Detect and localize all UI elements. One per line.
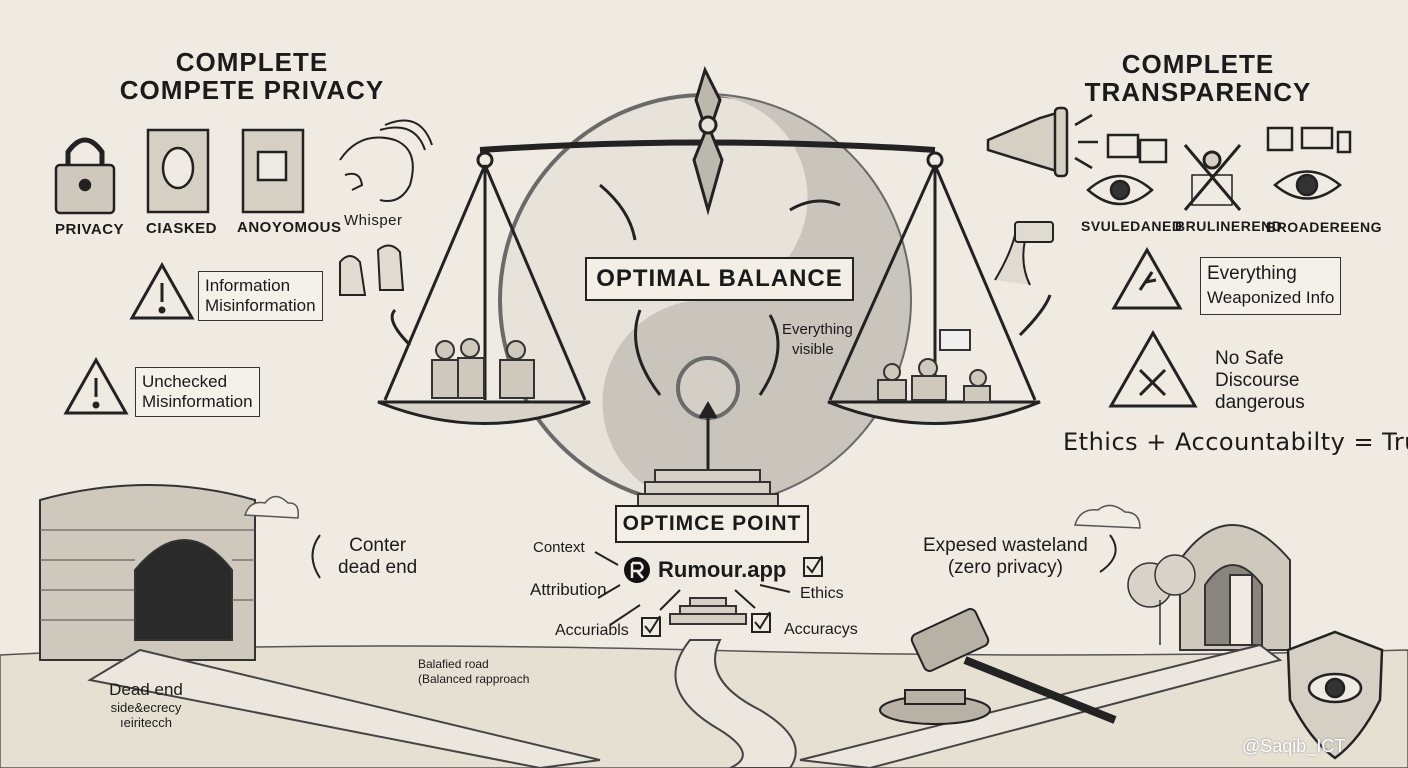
ethics-label: Ethics [800, 585, 844, 602]
brand-label: Rumour.app [658, 557, 787, 582]
dead-end-title: Dead end [109, 680, 183, 699]
ethics-formula: Ethics + Accountabilty = Trust [1063, 428, 1408, 456]
no-safe-line1: No Safe [1215, 348, 1284, 369]
gavel-icon [879, 608, 1117, 725]
dead-end-sub1: side&ecrecy [110, 700, 182, 715]
wasteland-line1: Expesed wasteland [923, 535, 1088, 556]
optimal-balance-sign: OPTIMAL BALANCE [585, 257, 854, 301]
warning-right-1-line2: Weaponized Info [1207, 288, 1335, 307]
warning-icon-left-1 [129, 261, 195, 320]
whisper-label: Whisper [344, 212, 403, 229]
stone-tunnel-left [39, 484, 256, 661]
roads [87, 639, 1283, 768]
left-title-line2: COMPETE PRIVACY [119, 75, 385, 105]
conter-line2: dead end [338, 557, 418, 578]
conter-dead-end: Conter dead end [338, 535, 417, 579]
whisper-icon [339, 119, 433, 202]
accuracys-label: Accuracys [784, 621, 858, 638]
surveilled-label: SVULEDANED [1081, 218, 1183, 234]
flow-arrows [390, 183, 1052, 470]
warning-left-1-line1: Information [205, 276, 291, 295]
road-line1: Balafied road [418, 657, 489, 671]
checkbox-icons [641, 555, 823, 637]
privacy-label: PRIVACY [55, 221, 125, 238]
people-left-pan [431, 338, 535, 399]
clouds [243, 495, 1141, 529]
shield-eye-icon [1286, 630, 1384, 760]
road-line2: (Balanced rapproach [418, 672, 530, 686]
wasteland-line2: (zero privacy) [947, 557, 1063, 578]
warning-right-1-line1: Everything [1207, 263, 1297, 284]
warning-box-left-1: Information Misinformation [198, 271, 323, 321]
anonymous-label: ANOYOMOUS [237, 219, 342, 236]
padlock-icon [54, 137, 116, 215]
hands-icon [339, 244, 405, 296]
trees-icon [1127, 554, 1196, 645]
everything-visible: Everything visible [782, 320, 853, 360]
rumour-logo-icon [624, 557, 650, 583]
everything-visible-line2: visible [792, 341, 834, 358]
no-safe-line3: dangerous [1215, 392, 1305, 413]
road-label: Balafied road (Balanced rapproach [418, 657, 529, 687]
balance-scale-icon [377, 65, 1041, 425]
accuriabls-label: Accuriabls [555, 622, 629, 639]
left-title: COMPLETE COMPETE PRIVACY [102, 48, 402, 104]
left-title-line1: COMPLETE [175, 47, 329, 77]
context-label: Context [533, 539, 585, 556]
hand-phone-icon [994, 221, 1054, 286]
masked-label: CIASKED [146, 220, 218, 237]
stone-tunnel-right [1179, 524, 1291, 651]
warning-icon-left-2 [63, 356, 129, 415]
brulinerend-label: BRULINEREND [1175, 218, 1283, 234]
warning-left-2-line1: Unchecked [142, 372, 228, 391]
right-title-line1: COMPLETE [1121, 49, 1275, 79]
crossed-out-icon [1183, 144, 1242, 211]
warning-box-right-1: Everything Weaponized Info [1200, 257, 1342, 315]
attribution-label: Attribution [530, 580, 607, 599]
no-safe-discourse: No Safe Discourse dangerous [1215, 348, 1305, 414]
people-right-pan [877, 329, 991, 403]
right-title: COMPLETE TRANSPARENCY [1058, 50, 1338, 106]
watermark: @Saqib_ICT [1242, 736, 1346, 756]
door-icon [241, 128, 305, 214]
optimce-point-sign: OPTIMCE POINT [615, 505, 809, 543]
dead-end-label: Dead end side&ecrecy ıeiritecch [96, 680, 196, 730]
broadereeng-label: BROADEREENG [1266, 219, 1382, 235]
right-title-line2: TRANSPARENCY [1084, 77, 1312, 107]
no-safe-line2: Discourse [1215, 370, 1300, 391]
megaphone-icon [986, 106, 1098, 178]
broadcasting-eye-icon [1266, 126, 1352, 200]
everything-visible-line1: Everything [782, 321, 853, 338]
dead-end-sub2: ıeiritecch [119, 715, 173, 730]
masked-portrait-icon [146, 128, 210, 214]
warning-left-1-line2: Misinformation [205, 296, 316, 315]
warning-box-left-2: Unchecked Misinformation [135, 367, 260, 417]
wasteland-label: Expesed wasteland (zero privacy) [923, 535, 1088, 579]
label-arrows [311, 534, 1117, 626]
pedestal-icon [637, 469, 779, 625]
surveillance-eye-icon [1086, 133, 1168, 206]
warning-icon-right-2 [1108, 329, 1198, 408]
warning-left-2-line2: Misinformation [142, 392, 253, 411]
conter-line1: Conter [349, 535, 407, 556]
warning-icon-right-1 [1111, 246, 1183, 310]
